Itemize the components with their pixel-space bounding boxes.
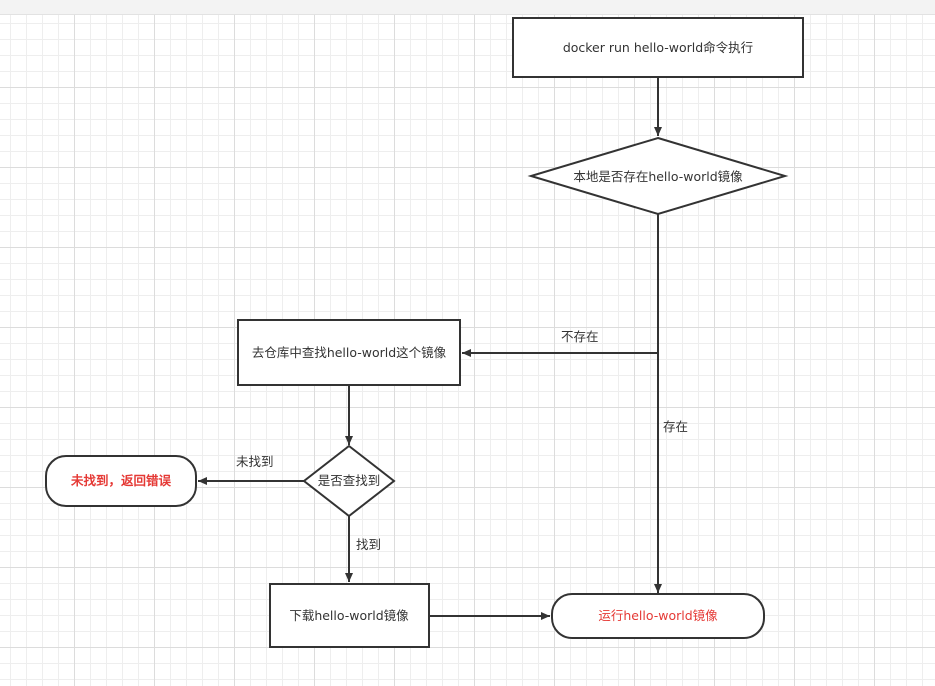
node-not-found[interactable]: 未找到，返回错误 [45, 455, 197, 507]
node-download-label: 下载hello-world镜像 [289, 608, 409, 623]
edge-label-found: 找到 [356, 537, 381, 552]
edge-not-exist [462, 214, 659, 357]
node-not-found-label: 未找到，返回错误 [70, 473, 172, 488]
node-found-check-label: 是否查找到 [318, 473, 381, 488]
edge-label-not-exist: 不存在 [561, 329, 599, 344]
node-start[interactable]: docker run hello-world命令执行 [512, 17, 804, 78]
node-run[interactable]: 运行hello-world镜像 [551, 593, 765, 639]
node-start-label: docker run hello-world命令执行 [563, 40, 753, 55]
edges [198, 78, 662, 620]
node-download[interactable]: 下载hello-world镜像 [269, 583, 430, 648]
top-toolbar-strip [0, 0, 935, 15]
edge-label-not-found: 未找到 [236, 454, 274, 469]
node-run-label: 运行hello-world镜像 [598, 608, 718, 623]
node-search-repo[interactable]: 去仓库中查找hello-world这个镜像 [237, 319, 461, 386]
node-search-repo-label: 去仓库中查找hello-world这个镜像 [252, 345, 447, 360]
node-found-check[interactable]: 是否查找到 [302, 444, 396, 518]
node-local-check-label: 本地是否存在hello-world镜像 [573, 169, 743, 184]
node-local-check[interactable]: 本地是否存在hello-world镜像 [527, 136, 789, 216]
edge-label-exist: 存在 [663, 419, 688, 434]
